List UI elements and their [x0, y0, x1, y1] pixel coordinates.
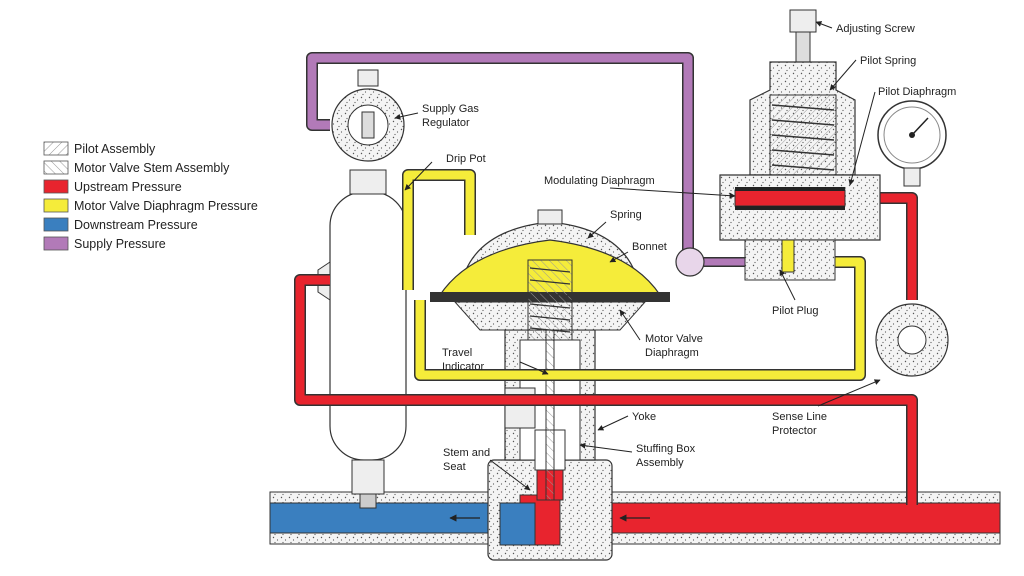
pilot-assembly [719, 9, 881, 281]
label-motor-valve-2: Diaphragm [645, 347, 699, 359]
label-supply-gas-regulator-2: Regulator [422, 117, 470, 129]
legend-swatch [43, 160, 69, 175]
leader-lines [394, 21, 881, 491]
label-supply-gas-regulator-1: Supply Gas [422, 103, 479, 115]
label-stem-seat-2: Seat [443, 461, 466, 473]
label-yoke: Yoke [632, 411, 656, 423]
legend-swatch [43, 179, 69, 194]
label-adjusting-screw: Adjusting Screw [836, 23, 915, 35]
legend-label: Upstream Pressure [74, 180, 182, 194]
label-bonnet: Bonnet [632, 241, 667, 253]
label-stuffing-box-2: Assembly [636, 457, 684, 469]
label-stem-seat-1: Stem and [443, 447, 490, 459]
legend-swatch [43, 141, 69, 156]
label-modulating-diaphragm: Modulating Diaphragm [544, 175, 655, 187]
legend-item: Motor Valve Diaphragm Pressure [43, 198, 258, 213]
label-stuffing-box-1: Stuffing Box [636, 443, 696, 455]
legend-swatch [43, 198, 69, 213]
label-sense-line-1: Sense Line [772, 411, 827, 423]
diaphragm-pressure-line [402, 169, 866, 381]
pressure-gauge [877, 100, 947, 187]
legend-item: Pilot Assembly [43, 141, 156, 156]
diaphragm-housing [430, 209, 670, 341]
label-motor-valve-1: Motor Valve [645, 333, 703, 345]
label-spring: Spring [610, 209, 642, 221]
label-pilot-plug: Pilot Plug [772, 305, 818, 317]
legend-label: Motor Valve Stem Assembly [74, 161, 230, 175]
legend-swatch [43, 236, 69, 251]
legend-label: Motor Valve Diaphragm Pressure [74, 199, 258, 213]
label-drip-pot: Drip Pot [446, 153, 486, 165]
label-pilot-spring: Pilot Spring [860, 55, 916, 67]
pilot-plug [781, 239, 795, 273]
legend-item: Downstream Pressure [43, 217, 198, 232]
main-pipe [269, 491, 1001, 545]
label-pilot-diaphragm: Pilot Diaphragm [878, 86, 956, 98]
legend-item: Supply Pressure [43, 236, 166, 251]
label-sense-line-2: Protector [772, 425, 817, 437]
legend-label: Supply Pressure [74, 237, 166, 251]
label-travel-indicator-1: Travel [442, 347, 472, 359]
legend-item: Upstream Pressure [43, 179, 182, 194]
spring [527, 259, 573, 341]
legend-item: Motor Valve Stem Assembly [43, 160, 230, 175]
legend-label: Pilot Assembly [74, 142, 156, 156]
adjusting-screw [795, 31, 811, 63]
legend-swatch [43, 217, 69, 232]
labels: Adjusting Screw Pilot Spring Pilot Diaph… [422, 23, 956, 473]
label-travel-indicator-2: Indicator [442, 361, 485, 373]
drip-pot [317, 169, 407, 509]
sense-line-protector [875, 303, 949, 377]
legend-label: Downstream Pressure [74, 218, 198, 232]
supply-gas-regulator [331, 69, 405, 162]
